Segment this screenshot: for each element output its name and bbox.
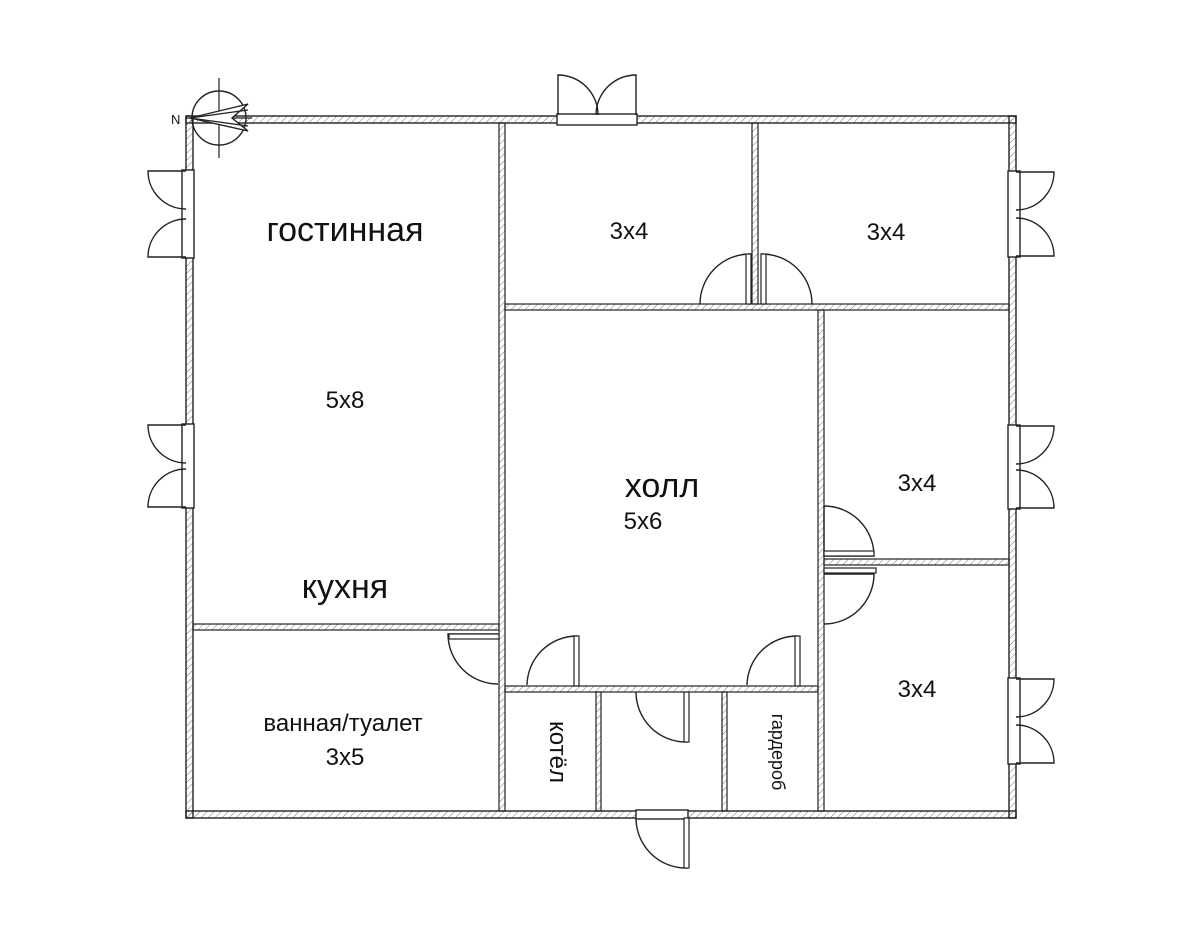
wall-vestibule-wardrobe <box>721 691 728 812</box>
door-vestibule-inner <box>635 691 690 743</box>
window-right-1 <box>1007 170 1055 258</box>
living-room-name: гостинная <box>266 211 423 249</box>
compass-rose-icon: N <box>171 78 252 158</box>
window-right-3 <box>1007 677 1055 765</box>
wall-living-hall <box>498 122 506 812</box>
door-bathroom <box>447 633 500 685</box>
compass-north-letter: N <box>171 112 180 127</box>
wall-hall-right <box>817 309 825 812</box>
bedroom-1-size: 3x4 <box>610 218 649 245</box>
bathroom-name: ванная/туалет <box>263 710 422 737</box>
wall-upper-rooms <box>504 303 1010 311</box>
windows <box>147 74 1055 765</box>
doors <box>447 253 877 869</box>
kitchen-label: кухня <box>302 568 388 606</box>
door-entrance <box>635 809 690 869</box>
door-bedroom-1 <box>699 253 752 305</box>
bedroom-4-size: 3x4 <box>898 676 937 703</box>
wall-living-bath <box>192 623 500 631</box>
door-bedroom-3 <box>823 505 875 557</box>
boiler-room-name: котёл <box>544 721 571 783</box>
window-right-2 <box>1007 424 1055 510</box>
hall-size: 5x6 <box>624 508 663 535</box>
wall-boiler-vestibule <box>595 691 602 812</box>
door-boiler <box>526 635 580 687</box>
door-bedroom-4 <box>823 567 877 625</box>
wall-bed3-bed4 <box>823 558 1010 566</box>
bedroom-3-size: 3x4 <box>898 470 937 497</box>
wall-bed1-bed2 <box>751 122 759 305</box>
door-wardrobe <box>746 635 801 687</box>
hall-name: холл <box>625 467 699 505</box>
wall-hall-bottom <box>504 685 819 693</box>
door-bedroom-2 <box>760 253 813 305</box>
living-room-size: 5x8 <box>326 387 365 414</box>
double-door-top <box>556 74 638 126</box>
window-left-1 <box>147 169 195 259</box>
exterior-wall-bottom <box>185 810 1017 819</box>
window-left-2 <box>147 423 195 509</box>
bathroom-size: 3x5 <box>326 744 365 771</box>
wardrobe-name: гардероб <box>768 714 788 791</box>
bedroom-2-size: 3x4 <box>867 219 906 246</box>
room-labels: гостинная 5x8 кухня 3x4 3x4 холл 5x6 3x4… <box>263 211 936 790</box>
